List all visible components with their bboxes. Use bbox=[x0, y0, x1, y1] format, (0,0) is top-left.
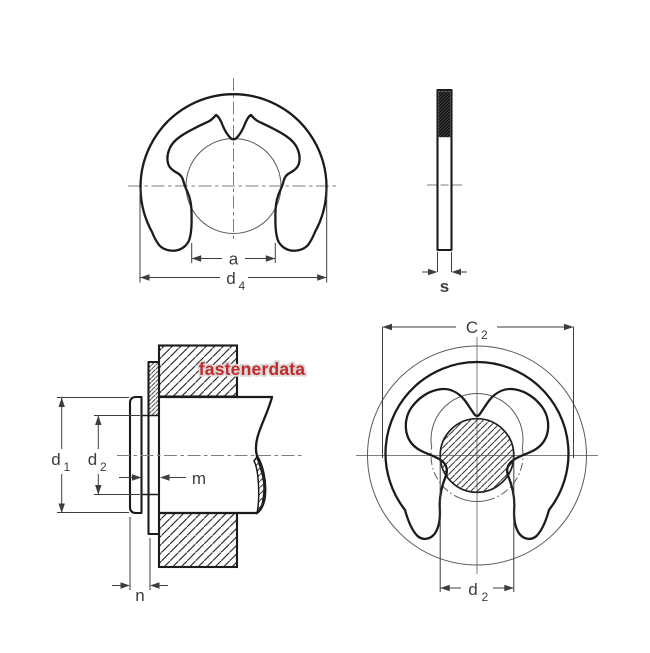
label-d1-subscript: 1 bbox=[64, 460, 71, 474]
fastenerdata-watermark: fastenerdata bbox=[199, 359, 306, 379]
arrowhead bbox=[440, 584, 450, 592]
dimension-d4: d 4 bbox=[139, 188, 328, 293]
shaft-break-section bbox=[253, 454, 267, 515]
arrowhead bbox=[58, 503, 65, 513]
arrowhead bbox=[451, 268, 461, 276]
label-d4: d bbox=[226, 269, 235, 288]
view-front-free: a d 4 bbox=[128, 78, 339, 293]
label-m: m bbox=[192, 469, 206, 488]
clip-section-hatch bbox=[149, 363, 158, 415]
label-d2: d bbox=[88, 450, 97, 469]
dimension-a: a bbox=[191, 243, 276, 269]
dimension-c2: C 2 bbox=[382, 318, 574, 458]
label-c2: C bbox=[466, 318, 478, 337]
e-clip-outline-installed bbox=[384, 360, 570, 541]
view-shaft-section: d 1 d 2 m n bbox=[51, 344, 307, 605]
label-s: s bbox=[440, 277, 449, 296]
label-a: a bbox=[229, 250, 239, 269]
arrowhead bbox=[150, 582, 160, 589]
arrowhead bbox=[504, 584, 514, 592]
shaft-od-visible-bottom bbox=[461, 498, 493, 502]
arrowhead bbox=[95, 485, 102, 495]
arrowhead bbox=[120, 582, 130, 589]
label-d2-subscript: 2 bbox=[100, 460, 107, 474]
groove-section-circle bbox=[439, 417, 515, 494]
arrowhead bbox=[58, 397, 65, 407]
label-c2-subscript: 2 bbox=[481, 328, 488, 342]
arrowhead bbox=[132, 474, 142, 481]
arrowhead bbox=[191, 255, 202, 262]
arrowhead bbox=[317, 274, 327, 281]
label-n: n bbox=[135, 586, 144, 605]
e-clip-outline-free bbox=[139, 93, 328, 252]
view-front-installed: C 2 d 2 bbox=[356, 318, 598, 604]
dimension-d2-installed: d 2 bbox=[439, 457, 515, 604]
housing-wall-lower bbox=[157, 511, 239, 569]
dimension-n: n bbox=[112, 517, 168, 605]
label-d2-installed-subscript: 2 bbox=[482, 590, 489, 604]
dimension-m: m bbox=[119, 469, 206, 488]
arrowhead bbox=[140, 274, 150, 281]
dimension-s: s bbox=[422, 252, 467, 296]
label-d4-subscript: 4 bbox=[239, 279, 246, 293]
arrowhead bbox=[265, 255, 276, 262]
dimension-d2-section: d 2 bbox=[88, 415, 140, 495]
arrowhead bbox=[382, 323, 392, 331]
arrowhead bbox=[428, 268, 438, 276]
arrowhead bbox=[160, 474, 170, 481]
swing-diameter-circle bbox=[367, 345, 587, 566]
clip-section-body bbox=[147, 360, 161, 536]
arrowhead bbox=[95, 415, 102, 425]
shaft-od-hidden-left bbox=[430, 447, 462, 500]
housing-wall-upper bbox=[157, 344, 239, 398]
arrowhead bbox=[564, 323, 574, 331]
clip-side-section-dark bbox=[438, 91, 451, 138]
label-d1: d bbox=[51, 450, 60, 469]
view-side: s bbox=[422, 88, 467, 296]
label-d2-installed: d bbox=[468, 580, 477, 599]
dimension-d1: d 1 bbox=[51, 397, 129, 513]
shaft-od-visible-top bbox=[430, 393, 524, 448]
